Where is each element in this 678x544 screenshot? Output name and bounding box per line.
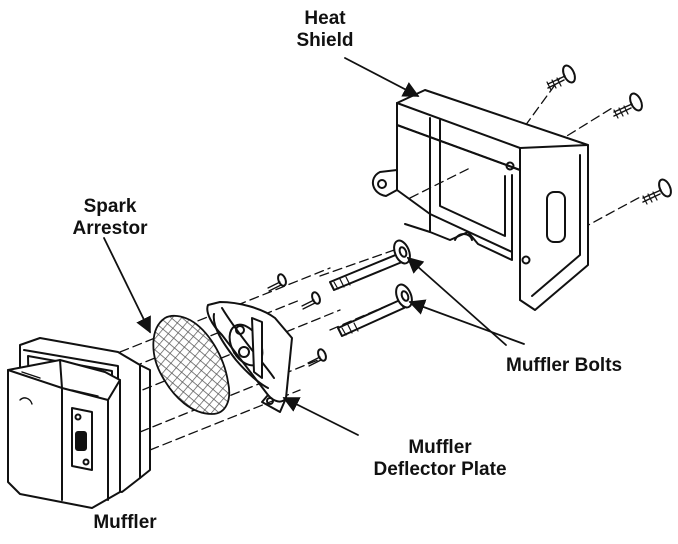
- screw-1: [546, 64, 576, 91]
- arrow-heat-shield: [344, 57, 420, 97]
- heat-shield-screws: [546, 64, 672, 205]
- label-heat-shield: Heat Shield: [296, 8, 354, 51]
- screw-3: [642, 178, 672, 205]
- small-screw-1: [267, 273, 287, 292]
- label-spark-arrestor: Spark Arrestor: [72, 196, 148, 239]
- label-deflector-plate: Muffler Deflector Plate: [373, 437, 507, 480]
- screw-2: [613, 92, 643, 119]
- arrow-bolt-lower: [408, 299, 525, 345]
- muffler-bolt-upper: [329, 239, 411, 291]
- label-muffler-bolts: Muffler Bolts: [506, 355, 623, 376]
- muffler-deflector-plate: [206, 301, 293, 413]
- small-screw-3: [307, 348, 327, 367]
- spark-arrestor: [152, 314, 231, 415]
- small-screw-2: [301, 291, 321, 310]
- muffler: [7, 337, 151, 509]
- muffler-bolts: [329, 239, 413, 337]
- arrow-spark-arrestor: [103, 237, 151, 334]
- arrow-deflector: [282, 397, 359, 436]
- heat-shield: [371, 89, 589, 311]
- deflector-screws: [267, 273, 327, 367]
- leader-arrows: [103, 57, 525, 436]
- label-muffler: Muffler: [93, 512, 157, 533]
- muffler-bolt-lower: [337, 283, 413, 337]
